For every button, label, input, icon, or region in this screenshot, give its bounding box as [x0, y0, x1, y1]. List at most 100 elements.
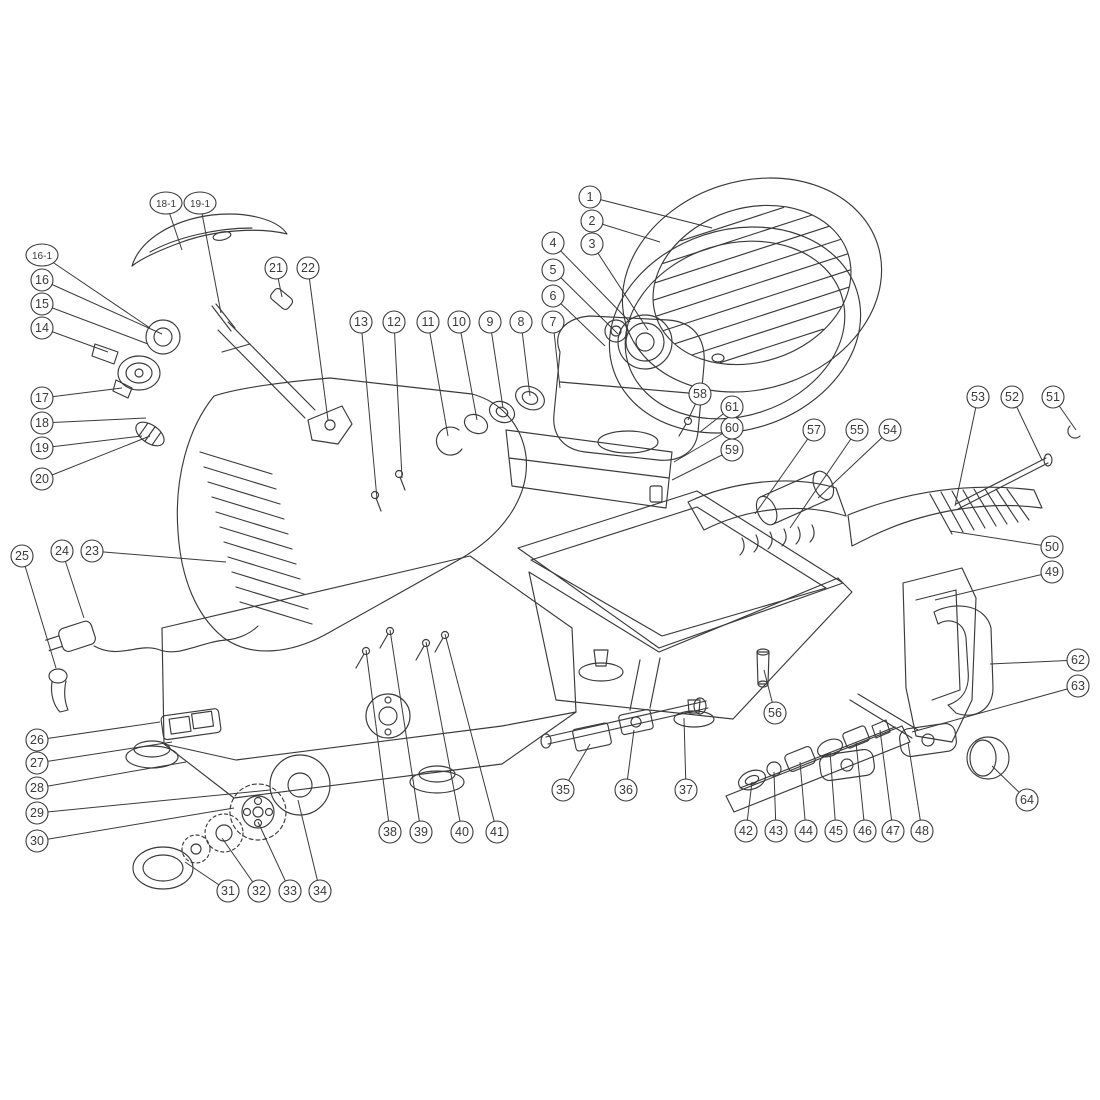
callout-leader-28	[36, 761, 187, 789]
callout-11: 11	[416, 310, 440, 334]
callout-leader-4	[552, 242, 631, 323]
callout-61: 61	[720, 395, 744, 419]
callout-number: 21	[269, 261, 283, 275]
callout-34: 34	[308, 879, 332, 903]
callout-number: 12	[387, 315, 401, 329]
callout-number: 28	[30, 781, 44, 795]
callout-leader-15	[41, 303, 149, 345]
callout-leader-18	[41, 417, 147, 424]
callout-balloon	[485, 820, 509, 844]
callout-balloon	[349, 310, 373, 334]
callout-balloon	[278, 879, 302, 903]
callout-number: 5	[550, 263, 557, 277]
callout-balloon	[378, 820, 402, 844]
callout-leader-19	[41, 435, 143, 449]
callout-leader-25	[21, 555, 57, 669]
callout-leader-11	[427, 321, 449, 437]
line-drawing	[45, 177, 1081, 890]
callout-leader-49	[934, 571, 1053, 601]
callout-balloon	[216, 879, 240, 903]
callout-balloon	[183, 191, 217, 215]
callout-24: 24	[50, 539, 74, 563]
callout-number: 55	[850, 423, 864, 437]
callout-8: 8	[509, 310, 533, 334]
callout-balloon	[614, 778, 638, 802]
callout-leader-10	[458, 321, 478, 421]
callout-9: 9	[478, 310, 502, 334]
callout-1: 1	[578, 185, 602, 209]
callout-number: 38	[383, 825, 397, 839]
callout-balloon	[30, 436, 54, 460]
callout-balloon	[720, 395, 744, 419]
callout-63: 63	[1066, 674, 1090, 698]
callout-16: 16	[30, 268, 54, 292]
callout-number: 40	[455, 825, 469, 839]
base-assembly	[45, 555, 715, 890]
callout-balloon	[802, 418, 826, 442]
callout-number: 22	[301, 261, 315, 275]
callout-43: 43	[764, 819, 788, 843]
callout-balloon	[409, 820, 433, 844]
blade-assembly	[608, 177, 883, 434]
callout-balloon	[50, 539, 74, 563]
callout-number: 57	[807, 423, 821, 437]
callout-number: 32	[252, 884, 266, 898]
callout-leader-3	[591, 243, 649, 331]
callout-number: 46	[858, 824, 872, 838]
callout-57: 57	[802, 418, 826, 442]
callout-7: 7	[541, 310, 565, 334]
callout-31: 31	[216, 879, 240, 903]
callout-number: 53	[971, 390, 985, 404]
callout-balloon	[881, 819, 905, 843]
callout-38: 38	[378, 820, 402, 844]
callout-leader-47	[879, 729, 894, 832]
callout-18-1: 18-1	[149, 191, 183, 215]
callout-number: 10	[452, 315, 466, 329]
callout-55: 55	[845, 418, 869, 442]
callout-leader-16-1	[41, 254, 151, 329]
callout-20: 20	[30, 467, 54, 491]
callout-17: 17	[30, 386, 54, 410]
callout-number: 52	[1005, 390, 1019, 404]
callout-leader-5	[552, 269, 619, 335]
callout-number: 62	[1071, 653, 1085, 667]
callout-number: 24	[55, 544, 69, 558]
callout-29: 29	[25, 801, 49, 825]
callout-balloon	[878, 418, 902, 442]
callout-33: 33	[278, 879, 302, 903]
callout-number: 50	[1045, 540, 1059, 554]
callout-number: 41	[490, 825, 504, 839]
callout-53: 53	[966, 385, 990, 409]
callout-number: 39	[414, 825, 428, 839]
callout-number: 25	[15, 549, 29, 563]
callout-balloon	[80, 539, 104, 563]
callout-27: 27	[25, 751, 49, 775]
callout-52: 52	[1000, 385, 1024, 409]
callout-balloon	[1040, 560, 1064, 584]
callout-balloon	[149, 191, 183, 215]
callout-balloon	[509, 310, 533, 334]
callout-leader-26	[36, 721, 161, 741]
callout-42: 42	[734, 819, 758, 843]
callout-number: 47	[886, 824, 900, 838]
callout-15: 15	[30, 292, 54, 316]
callout-balloon	[30, 268, 54, 292]
callout-balloon	[551, 778, 575, 802]
callout-49: 49	[1040, 560, 1064, 584]
callout-number: 15	[35, 297, 49, 311]
callout-leader-20	[41, 435, 151, 480]
callout-balloon	[25, 728, 49, 752]
callout-number: 13	[354, 315, 368, 329]
callout-leader-9	[489, 321, 504, 409]
callout-number: 33	[283, 884, 297, 898]
callout-leader-23	[91, 550, 227, 563]
callout-number: 23	[85, 544, 99, 558]
callout-leader-2	[591, 220, 661, 243]
motor-assembly	[370, 314, 705, 512]
callout-25: 25	[10, 544, 34, 568]
callout-2: 2	[580, 209, 604, 233]
callout-number: 11	[422, 315, 435, 329]
callout-28: 28	[25, 776, 49, 800]
callout-number: 34	[313, 884, 327, 898]
callout-number: 42	[739, 824, 753, 838]
